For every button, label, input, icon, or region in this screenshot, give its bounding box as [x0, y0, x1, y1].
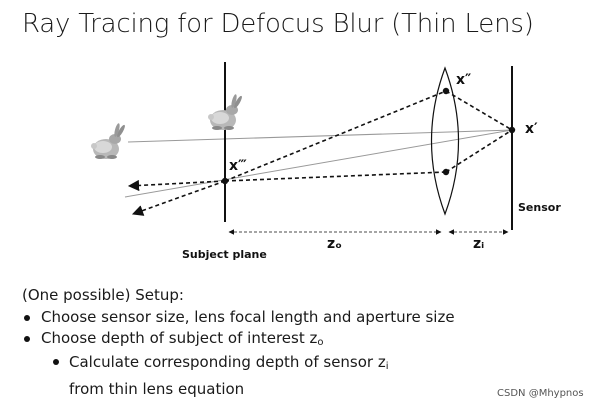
label-x-triple-prime: x‴ [229, 158, 247, 174]
setup-heading: (One possible) Setup: [22, 286, 184, 304]
label-x-double-prime: x″ [456, 72, 471, 88]
label-subject-plane: Subject plane [182, 248, 267, 261]
bullet-sensor-lens-text: Choose sensor size, lens focal length an… [41, 308, 455, 326]
bullet-subject-depth-text: Choose depth of subject of interest z [41, 329, 318, 347]
label-sensor: Sensor [518, 201, 561, 214]
subscript-i: i [385, 361, 389, 372]
point-x-triple-prime [221, 177, 229, 185]
thin-lens [430, 66, 460, 216]
bullet-subject-depth: Choose depth of subject of interest zo [22, 329, 455, 348]
label-zi: zᵢ [473, 236, 484, 252]
chief-ray-faint [124, 129, 513, 198]
ray-lower-back [445, 129, 513, 173]
slide-title: Ray Tracing for Defocus Blur (Thin Lens) [22, 9, 534, 39]
bullet-sensor-depth-line2: from thin lens equation [69, 380, 245, 398]
ray-lower-front [224, 171, 447, 182]
ray-extend-left-bottom [131, 180, 226, 216]
bunny-left-icon [91, 122, 127, 159]
setup-section: (One possible) Setup: Choose sensor size… [22, 286, 455, 400]
optical-axis [127, 129, 513, 143]
bullet-sensor-lens: Choose sensor size, lens focal length an… [22, 308, 455, 326]
watermark: CSDN @Mhypnos [497, 388, 584, 399]
subscript-o: o [317, 337, 324, 348]
point-x-prime [508, 126, 516, 134]
label-x-prime: x′ [525, 121, 538, 137]
point-lower-lens [442, 168, 450, 176]
label-zo: zₒ [327, 236, 342, 252]
bullet-sensor-depth: Calculate corresponding depth of sensor … [22, 351, 455, 400]
ray-extend-left-top [127, 179, 226, 192]
ray-upper-back [445, 90, 513, 131]
ray-upper-front [224, 90, 447, 182]
bullet-sensor-depth-text: Calculate corresponding depth of sensor … [69, 353, 386, 371]
point-x-double-prime [442, 87, 450, 95]
